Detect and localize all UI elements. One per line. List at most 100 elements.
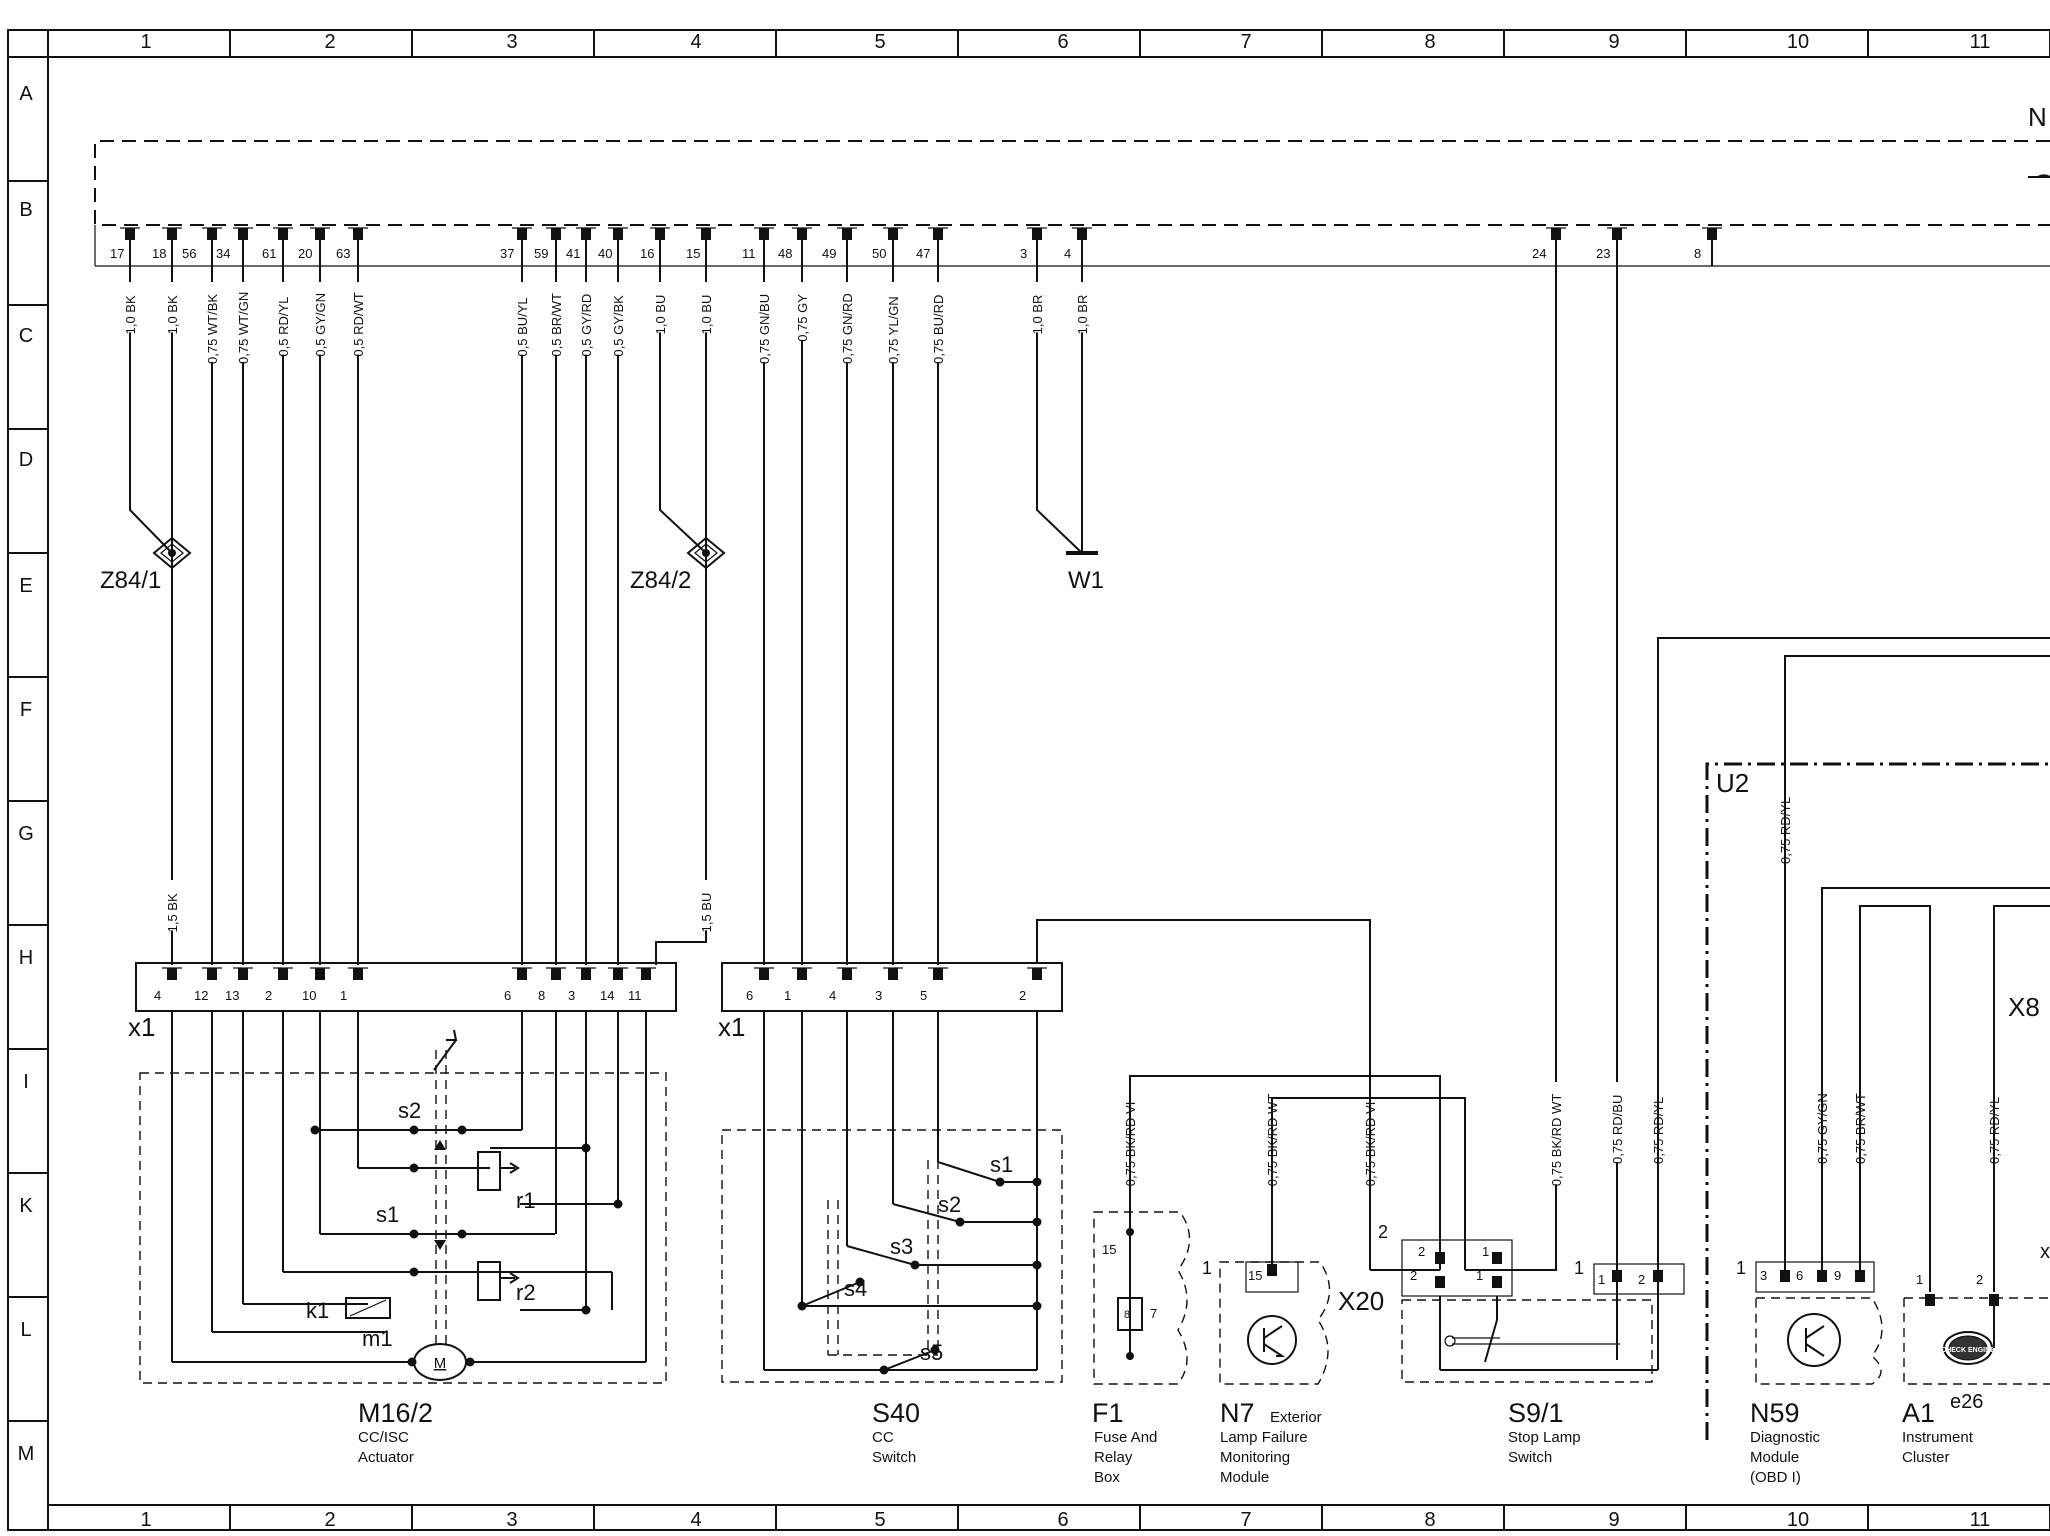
wire-label-text-w49: 0,75 GN/RD: [840, 293, 855, 364]
top-pin-label-34: 34: [216, 246, 230, 261]
k1-label: k1: [306, 1298, 329, 1323]
n59-desc-3: (OBD I): [1750, 1469, 1801, 1486]
m16-pin-label-2: 2: [265, 988, 272, 1003]
s9-1-stop-lamp-switch: 2 X20 2 2 1 1 S9/1 Stop Lamp Switch: [1338, 1222, 1658, 1466]
wire-label-text-z841_out: 1,5 BK: [165, 893, 180, 932]
top-pin-label-63: 63: [336, 246, 350, 261]
wire-label-text-w23: 0,75 RD/BU: [1610, 1095, 1625, 1164]
col-label-4: 4: [690, 31, 701, 53]
s40-s3-label: s3: [890, 1234, 913, 1259]
top-pin-label-18: 18: [152, 246, 166, 261]
s40-pin-6: 6: [746, 967, 774, 1003]
m16-pin-6: 6: [504, 967, 532, 1003]
row-label-e: E: [19, 575, 32, 597]
top-pin-3: 3: [1020, 227, 1047, 266]
column-labels-top: 1 2 3 4 5 6 7 8 9 10 11: [140, 31, 1990, 53]
device-pin-2: [1435, 1276, 1445, 1288]
wire-label-w40: 0,5 GY/BK: [609, 282, 627, 357]
top-pin-label-20: 20: [298, 246, 312, 261]
s40-pin-2: 2: [1019, 967, 1047, 1003]
device-pin-6: [1780, 1270, 1790, 1282]
m16-pin-4: 4: [154, 967, 182, 1003]
top-pin-label-49: 49: [822, 246, 836, 261]
row-label-c: C: [19, 325, 33, 347]
col-label-bottom-6: 6: [1057, 1509, 1068, 1531]
x-cut-label: x: [2040, 1241, 2050, 1263]
m16-pin-label-14: 14: [600, 988, 614, 1003]
wire-label-w16: 1,0 BU: [651, 282, 669, 334]
s40-pin-label-5: 5: [920, 988, 927, 1003]
n59-code: N59: [1750, 1398, 1800, 1428]
row-label-h: H: [19, 947, 33, 969]
splice-label-z84-2: Z84/2: [630, 567, 691, 594]
s91-desc-1: Stop Lamp: [1508, 1429, 1581, 1446]
s40-pin-1: 1: [784, 967, 812, 1003]
wire-label-text-w34: 0,75 WT/GN: [236, 292, 251, 364]
row-label-a: A: [19, 83, 33, 105]
top-pin-label-59: 59: [534, 246, 548, 261]
top-pin-40: 40: [598, 227, 628, 266]
top-pin-41: 41: [566, 227, 596, 266]
wire-label-text-w61: 0,5 RD/YL: [276, 297, 291, 357]
m16-pin-8: 8: [538, 967, 566, 1003]
col-label-11: 11: [1970, 31, 1991, 53]
wire-label-text-w18: 1,0 BK: [165, 295, 180, 334]
a1-desc-1: Instrument: [1902, 1429, 1974, 1446]
f1-fuse-number: 8: [1124, 1309, 1130, 1321]
col-label-bottom-8: 8: [1424, 1509, 1435, 1531]
f1-pin-top: 15: [1102, 1242, 1116, 1257]
wire-label-w41: 0,5 GY/RD: [577, 282, 595, 357]
r1-label: r1: [516, 1188, 536, 1213]
device-pin-1: [1492, 1252, 1502, 1264]
m1-label: m1: [362, 1326, 393, 1351]
wire-label-w47: 0,75 BU/RD: [929, 282, 947, 364]
s40-s2-label: s2: [938, 1192, 961, 1217]
m16-pin-label-12: 12: [194, 988, 208, 1003]
wire-label-text-w17: 1,0 BK: [123, 295, 138, 334]
s91-pin-l2: 2: [1410, 1268, 1417, 1283]
m16-pin-11: 11: [628, 967, 656, 1003]
col-label-bottom-2: 2: [324, 1509, 335, 1531]
top-pin-24: 24: [1532, 227, 1566, 266]
s40-pin-label-1: 1: [784, 988, 791, 1003]
wire-label-text-w16: 1,0 BU: [653, 295, 668, 335]
s9-1-connector-b: 1 1 2: [1574, 637, 2050, 1370]
s40-pin-5: 5: [920, 967, 948, 1003]
top-pin-56: 56: [182, 227, 222, 266]
row-labels: A B C D E F G H I K L M: [18, 83, 35, 1465]
splice-z84-2: Z84/2: [630, 536, 726, 594]
wire-label-text-w59: 0,5 BR/WT: [549, 293, 564, 357]
wire-label-w17: 1,0 BK: [121, 282, 139, 334]
s40-pin-label-3: 3: [875, 988, 882, 1003]
s40-pin-4: 4: [829, 967, 857, 1003]
col-label-9: 9: [1608, 31, 1619, 53]
top-pin-50: 50: [872, 227, 903, 266]
top-pin-label-11: 11: [742, 246, 756, 261]
wire-label-w37: 0,5 BU/YL: [513, 282, 531, 357]
n59-ref: 1: [1736, 1258, 1746, 1278]
m16-code: M16/2: [358, 1398, 433, 1428]
grid-frame: [7, 29, 2050, 1531]
top-pin-8: 8: [1694, 227, 1722, 266]
s91-pin-l1: 2: [1418, 1244, 1425, 1259]
wire-label-w20: 0,5 GY/GN: [311, 282, 329, 357]
col-label-bottom-9: 9: [1608, 1509, 1619, 1531]
s40-desc-1: CC: [872, 1429, 894, 1446]
splice-label-w1: W1: [1068, 567, 1104, 594]
s91-pin-r2: 1: [1476, 1268, 1483, 1283]
col-label-2: 2: [324, 31, 335, 53]
top-pin-18: 18: [152, 227, 182, 266]
col-label-bottom-1: 1: [140, 1509, 151, 1531]
m16-pin-14: 14: [600, 967, 628, 1003]
wire-label-w61: 0,5 RD/YL: [274, 282, 292, 357]
top-pin-47: 47: [916, 227, 948, 266]
a1-sup: e26: [1950, 1391, 1983, 1413]
s40-pin-3: 3: [875, 967, 903, 1003]
device-pin-7: [1817, 1270, 1827, 1282]
r2-label: r2: [516, 1280, 536, 1305]
s1-label-m16: s1: [376, 1202, 399, 1227]
top-wires: [129, 266, 1618, 1271]
check-engine-badge: CHECK ENGINE: [1941, 1347, 1995, 1354]
